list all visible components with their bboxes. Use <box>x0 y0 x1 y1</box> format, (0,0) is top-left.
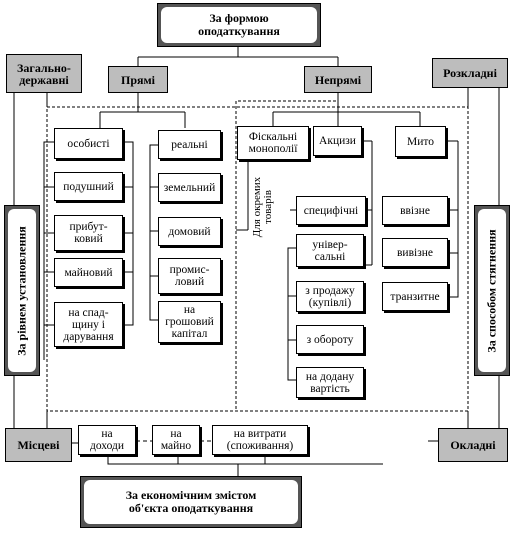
real-taxes-node: реальні <box>158 130 221 159</box>
industrial-tax-node: промис- ловий <box>158 258 221 294</box>
sales-tax-node: з продажу (купівлі) <box>296 281 364 312</box>
transit-duty-node: транзитне <box>382 282 448 311</box>
universal-excises-node: універ- сальні <box>296 234 364 267</box>
house-tax-node: домовий <box>158 217 221 246</box>
complex-taxes-node: Окладні <box>438 428 508 462</box>
form-of-taxation-node: За формою оподаткування <box>157 3 321 47</box>
consumption-taxes-node: на витрати (споживання) <box>212 425 308 455</box>
for-goods-label: Для окремих товарів <box>251 176 274 238</box>
local-taxes-node: Місцеві <box>5 428 72 462</box>
capital-tax-node: на грошовий капітал <box>158 301 221 343</box>
excises-node: Акцизи <box>313 126 362 156</box>
indirect-taxes-node: Непрямі <box>304 66 372 93</box>
state-taxes-node: Загально- державні <box>6 54 82 93</box>
income-tax-node: прибут- ковий <box>54 215 123 251</box>
by-level-node: За рівнем установлення <box>4 205 40 376</box>
customs-node: Мито <box>395 126 446 157</box>
personal-taxes-node: особисті <box>54 128 123 159</box>
inheritance-tax-node: на спад- щину і дарування <box>54 302 123 347</box>
property-taxes-node: на майно <box>152 425 200 455</box>
specific-excises-node: специфічні <box>296 196 366 225</box>
property-tax-node: майновий <box>54 258 123 287</box>
economic-content-node: За економічним змістом об'єкта оподаткув… <box>80 476 302 528</box>
land-tax-node: земельний <box>158 173 221 202</box>
income-taxes-node: на доходи <box>78 425 136 455</box>
by-collection-method-node: За способом стягнення <box>474 205 510 376</box>
import-duty-node: ввізне <box>382 196 448 225</box>
export-duty-node: вивізне <box>382 238 448 267</box>
direct-taxes-node: Прямі <box>108 66 168 93</box>
poll-tax-node: подушний <box>54 172 123 201</box>
distributive-taxes-node: Розкладні <box>432 58 508 88</box>
vat-node: на додану вартість <box>296 367 364 398</box>
fiscal-monopolies-node: Фіскальні монополії <box>237 126 309 160</box>
turnover-tax-node: з обороту <box>296 325 364 354</box>
